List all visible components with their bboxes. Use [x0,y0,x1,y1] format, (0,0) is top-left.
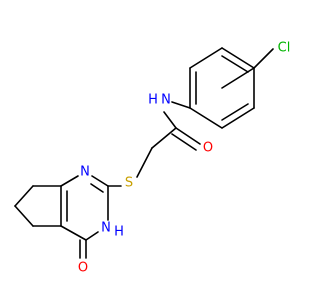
chlorine-atom: Cl [278,41,291,56]
bond [163,111,177,129]
bond [60,225,87,241]
bond [253,48,274,69]
molecule-structure: Cl N H O S N N H O [14,41,290,276]
ring-hydrogen-atom: H [114,225,124,240]
bond [221,55,249,73]
atom-labels: Cl N H O S N N H O [78,41,290,276]
bond [14,185,34,207]
bond [189,47,223,69]
bond [14,205,34,227]
bond [221,103,249,121]
bond [175,127,201,145]
sulfur-atom: S [125,176,133,191]
bond [60,175,79,187]
bond [171,101,191,109]
ring-oxygen-atom: O [78,261,88,276]
bond [151,127,177,149]
bond [136,147,153,178]
bond [221,47,255,69]
bond [171,133,197,151]
bond [90,183,104,193]
molecule-canvas: Cl N H O S N N H O [14,40,291,276]
bond [221,67,255,89]
bond [221,107,255,129]
bond [189,107,223,129]
amide-hydrogen-atom: H [148,93,158,108]
bond [85,231,99,241]
bonds [14,47,274,259]
amide-nitrogen-atom: N [161,93,171,108]
ring-nh-nitrogen-atom: N [101,221,111,236]
carbonyl-oxygen-atom: O [203,141,213,156]
bond [91,175,109,187]
ring-nitrogen-atom: N [80,165,90,180]
